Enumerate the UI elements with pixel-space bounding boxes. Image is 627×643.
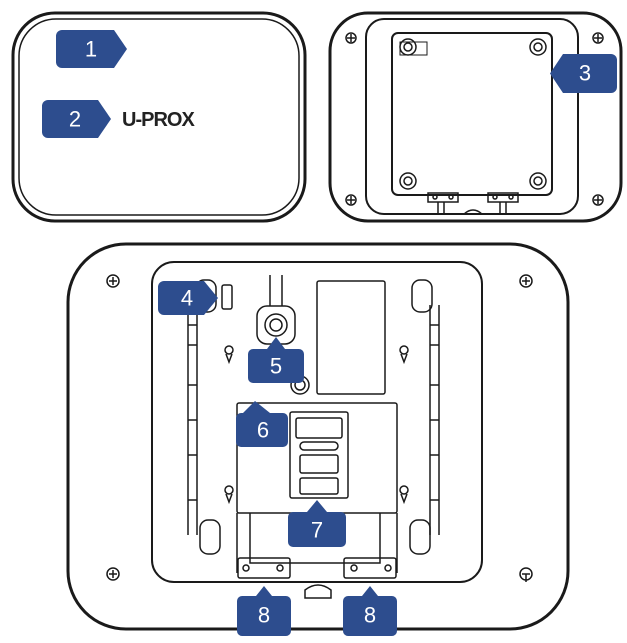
screw-icon	[345, 32, 604, 206]
callout-5: 5	[248, 337, 304, 383]
callout-label: 8	[258, 603, 270, 628]
open-device	[66, 242, 570, 631]
brand-logo: U-PROX	[122, 109, 195, 131]
callout-4: 4	[158, 281, 218, 315]
callout-label: 5	[270, 354, 282, 379]
callout-label: 3	[579, 61, 591, 86]
callout-7: 7	[288, 500, 346, 547]
callout-3: 3	[550, 54, 617, 93]
callout-label: 7	[311, 518, 323, 543]
callout-2: 2	[42, 100, 111, 138]
callout-label: 1	[85, 37, 97, 62]
callout-6: 6	[236, 401, 288, 447]
callout-1: 1	[56, 30, 127, 68]
callout-label: 6	[257, 418, 269, 443]
callout-label: 4	[181, 286, 193, 311]
callout-8-left: 8	[237, 586, 291, 636]
callout-8-right: 8	[343, 586, 397, 636]
callout-label: 8	[364, 603, 376, 628]
rear-panel	[328, 11, 623, 223]
screw-icon	[106, 274, 533, 582]
callout-label: 2	[69, 107, 81, 132]
